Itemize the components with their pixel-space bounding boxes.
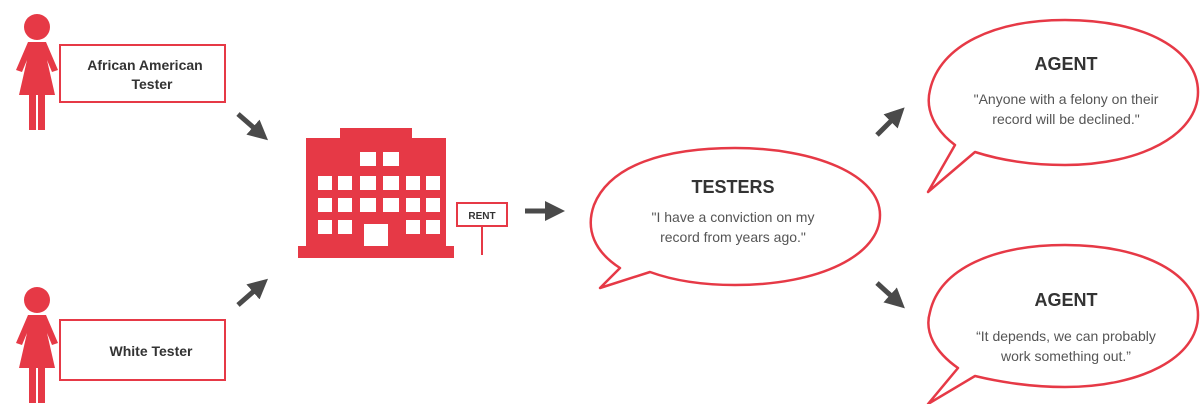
agent-bottom-line1: “It depends, we can probably [976, 328, 1156, 344]
agent-bottom-speech-bubble: AGENT “It depends, we can probably work … [926, 243, 1200, 404]
building-icon [298, 128, 454, 258]
agent-top-line2: record will be declined." [992, 111, 1139, 127]
arrow-icon [875, 107, 905, 137]
agent-top-title: AGENT [1035, 54, 1098, 74]
white-tester: White Tester [16, 287, 226, 403]
testers-bubble-title: TESTERS [691, 177, 774, 197]
arrow-icon [236, 112, 269, 141]
tester-label-line2: Tester [132, 76, 174, 92]
agent-bottom-line2: work something out.” [1000, 348, 1131, 364]
tester-label: White Tester [110, 343, 194, 359]
arrow-icon [236, 278, 269, 307]
agent-top-speech-bubble: AGENT "Anyone with a felony on their rec… [926, 18, 1200, 194]
person-icon [16, 287, 58, 403]
tester-label-line1: African American [87, 57, 202, 73]
person-icon [16, 14, 58, 130]
rent-sign: RENT [456, 202, 508, 255]
agent-bottom-title: AGENT [1035, 290, 1098, 310]
rent-sign-label: RENT [468, 211, 495, 222]
testers-bubble-line2: record from years ago." [660, 229, 806, 245]
tester-label-box [59, 319, 226, 381]
african-american-tester: African American Tester [16, 14, 226, 130]
arrow-icon [875, 281, 905, 309]
tester-label-box [59, 44, 226, 103]
testers-bubble-line1: "I have a conviction on my [652, 209, 815, 225]
testers-speech-bubble: TESTERS "I have a conviction on my recor… [589, 146, 882, 290]
agent-top-line1: "Anyone with a felony on their [974, 91, 1159, 107]
